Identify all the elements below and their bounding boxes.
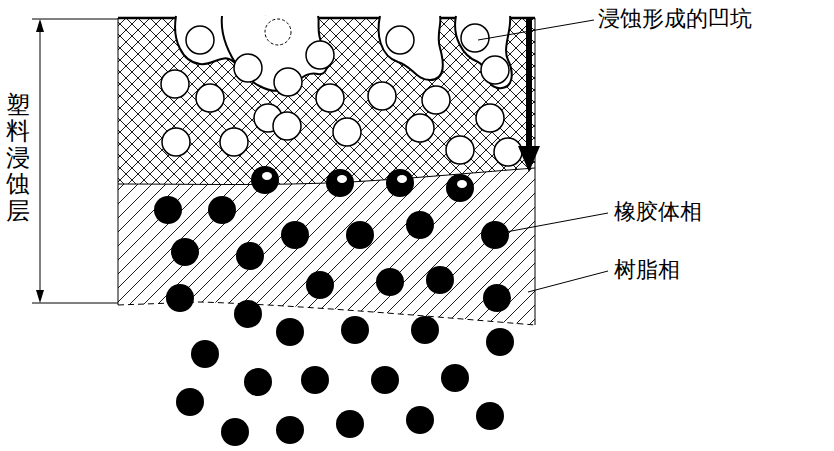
rubber-particle bbox=[426, 266, 454, 294]
dimension-head bbox=[36, 290, 44, 303]
etched-particle bbox=[220, 128, 248, 156]
partly-etched-particle bbox=[386, 169, 414, 197]
etched-particle bbox=[481, 56, 509, 84]
etch-mark bbox=[337, 175, 347, 183]
rubber-particle bbox=[276, 416, 304, 444]
left-edge bbox=[118, 18, 119, 305]
etch-mark bbox=[262, 172, 272, 180]
etched-particle bbox=[476, 104, 504, 132]
etched-particle bbox=[386, 26, 414, 54]
rubber-particle bbox=[376, 268, 404, 296]
rubber-particle bbox=[244, 368, 272, 396]
dissolved-particle bbox=[265, 19, 291, 45]
rubber-particle bbox=[208, 196, 236, 224]
erosion-pit bbox=[455, 16, 512, 88]
rubber-particle bbox=[483, 284, 511, 312]
rubber-particle bbox=[336, 410, 364, 438]
rubber-particle bbox=[306, 271, 334, 299]
extension-line bbox=[32, 303, 118, 304]
etch-mark bbox=[457, 180, 467, 188]
rubber-particle bbox=[221, 418, 249, 446]
rubber-particle bbox=[341, 316, 369, 344]
etch-mark bbox=[397, 175, 407, 183]
rubber-particle bbox=[346, 221, 374, 249]
partly-etched-particle bbox=[251, 166, 279, 194]
erosion-pit bbox=[379, 16, 443, 80]
rubber-particle bbox=[276, 318, 304, 346]
phase-label: 树脂相 bbox=[614, 255, 680, 285]
resin-zone bbox=[118, 168, 535, 325]
dimension-line bbox=[40, 22, 41, 300]
etched-particle bbox=[368, 82, 396, 110]
etched-particle bbox=[273, 112, 301, 140]
etched-particle bbox=[196, 84, 224, 112]
rubber-particle bbox=[166, 284, 194, 312]
rubber-particle bbox=[234, 300, 262, 328]
etched-particle bbox=[333, 118, 361, 146]
rubber-particle bbox=[176, 388, 204, 416]
layer-label: 塑料浸蚀层 bbox=[6, 92, 30, 224]
dimension-head bbox=[36, 19, 44, 32]
etched-particle bbox=[406, 114, 434, 142]
etched-particle bbox=[422, 86, 450, 114]
rubber-particle bbox=[371, 366, 399, 394]
leader-line bbox=[478, 20, 594, 40]
extension-line bbox=[32, 19, 118, 20]
rubber-particle bbox=[406, 406, 434, 434]
partly-etched-particle bbox=[446, 174, 474, 202]
rubber-particle bbox=[406, 211, 434, 239]
rubber-particle bbox=[236, 242, 264, 270]
etched-particle bbox=[161, 70, 189, 98]
rubber-particle bbox=[191, 340, 219, 368]
depth-arrow-shaft bbox=[526, 18, 532, 150]
etched-particle bbox=[306, 41, 334, 69]
pit-label: 浸蚀形成的凹坑 bbox=[598, 4, 752, 34]
rubber-particle bbox=[171, 238, 199, 266]
rubber-particle bbox=[486, 328, 514, 356]
rubber-particle bbox=[411, 316, 439, 344]
etched-particle bbox=[316, 84, 344, 112]
etched-particle bbox=[162, 128, 190, 156]
rubber-particle bbox=[441, 364, 469, 392]
right-edge bbox=[535, 18, 536, 325]
etched-particle bbox=[186, 26, 214, 54]
rubber-particle bbox=[481, 221, 509, 249]
etched-particle bbox=[274, 68, 302, 96]
etched-particle bbox=[446, 136, 474, 164]
etched-particle bbox=[461, 24, 489, 52]
erosion-pits bbox=[175, 16, 512, 91]
rubber-particle bbox=[281, 221, 309, 249]
etched-particle bbox=[234, 54, 262, 82]
phase-label: 橡胶体相 bbox=[614, 197, 702, 227]
particles bbox=[154, 19, 522, 446]
partly-etched-particle bbox=[326, 169, 354, 197]
rubber-particle bbox=[301, 366, 329, 394]
leader-line bbox=[506, 213, 608, 232]
leader-line bbox=[528, 271, 608, 292]
etched-particle bbox=[494, 138, 522, 166]
rubber-particle bbox=[476, 402, 504, 430]
rubber-particle bbox=[154, 196, 182, 224]
depth-arrow-head bbox=[518, 146, 540, 172]
